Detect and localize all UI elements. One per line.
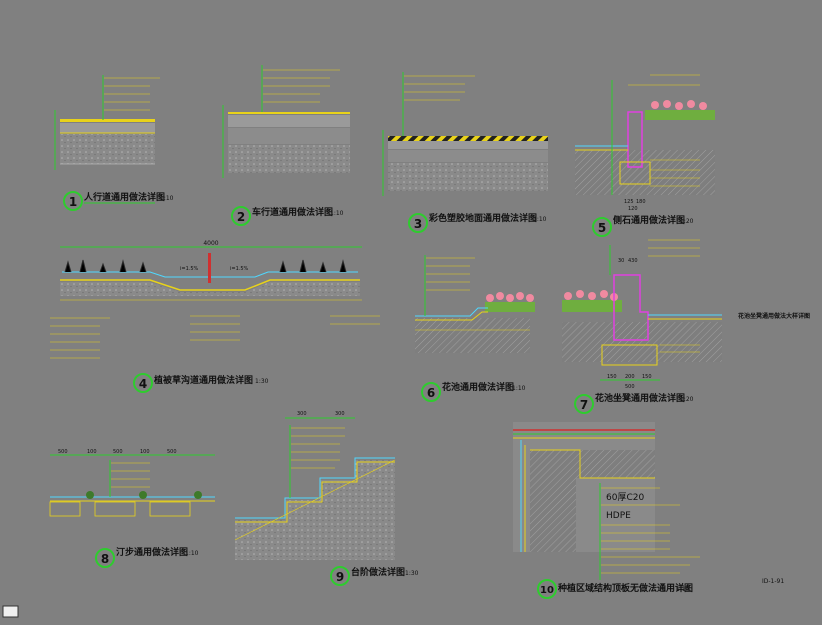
viewport-marker-icon[interactable] xyxy=(2,605,19,618)
detail-6-scale: 1:10 xyxy=(512,385,526,392)
detail-5-dim-3: 120 xyxy=(628,206,638,212)
detail-4-number: 4 xyxy=(139,377,147,391)
detail-1-number: 1 xyxy=(69,195,77,209)
detail-7-dim-top-1: 30 xyxy=(618,258,624,264)
detail-9-scale: 1:30 xyxy=(405,570,419,577)
detail-4-slope-right: i=1.5% xyxy=(230,266,249,272)
detail-7-dim-bottom-total: 500 xyxy=(625,384,635,390)
detail-2-section xyxy=(222,65,350,178)
detail-7-extra-title: 花池坐凳通用做法大样详图 xyxy=(738,312,810,320)
detail-8-dim-5: 500 xyxy=(167,449,177,455)
detail-4-section: 4000 i=1.5% i=1.5% xyxy=(50,240,380,359)
detail-10-title: 种植区域结构顶板无做法通用详图 xyxy=(557,582,693,594)
detail-9-title: 台阶做法详图 xyxy=(351,566,405,578)
detail-9-dim-2: 300 xyxy=(335,411,345,417)
detail-8-title-group: 8 汀步通用做法详图 1:10 xyxy=(95,546,199,568)
detail-10-note-hdpe: HDPE xyxy=(606,511,631,521)
detail-5-dim-2: 180 xyxy=(636,199,646,205)
detail-6-title-group: 6 花池通用做法详图 1:10 xyxy=(421,381,526,402)
detail-1-scale: 1:10 xyxy=(160,195,174,202)
detail-3-title-group: 3 彩色塑胶地面通用做法详图 1:10 xyxy=(408,212,547,233)
detail-4-scale: 1:30 xyxy=(255,378,269,385)
detail-10-number: 10 xyxy=(540,585,554,596)
detail-5-number: 5 xyxy=(598,221,606,235)
detail-1-section xyxy=(54,75,160,170)
detail-10-title-group: 10 种植区域结构顶板无做法通用详图 1:10 xyxy=(537,579,693,599)
detail-9-title-group: 9 台阶做法详图 1:30 xyxy=(330,566,419,586)
detail-7-scale: 1:20 xyxy=(680,396,694,403)
detail-6-number: 6 xyxy=(427,386,435,400)
detail-8-dim-4: 100 xyxy=(140,449,150,455)
detail-8-title: 汀步通用做法详图 xyxy=(116,546,188,558)
detail-5-title: 侧石通用做法详图 xyxy=(613,214,685,226)
detail-7-dim-bottom-3: 150 xyxy=(642,374,652,380)
detail-2-number: 2 xyxy=(237,210,245,224)
detail-1-title-group: 1 人行道通用做法详图 1:10 xyxy=(63,191,174,211)
detail-3-scale: 1:10 xyxy=(533,216,547,223)
detail-5-title-group: 5 侧石通用做法详图 1:20 xyxy=(592,214,694,237)
detail-7-dim-bottom-2: 200 xyxy=(625,374,635,380)
detail-8-number: 8 xyxy=(101,552,109,566)
detail-6-title: 花池通用做法详图 xyxy=(442,381,514,393)
detail-3-section xyxy=(382,72,548,196)
detail-9-number: 9 xyxy=(336,570,344,584)
detail-4-title-group: 4 植被草沟道通用做法详图 1:30 xyxy=(133,373,269,393)
detail-3-title: 彩色塑胶地面通用做法详图 xyxy=(428,212,537,224)
detail-4-slope-left: i=1.5% xyxy=(180,266,199,272)
detail-7-number: 7 xyxy=(580,398,588,412)
detail-10-section: 60厚C20 HDPE xyxy=(513,422,700,580)
detail-5-scale: 1:20 xyxy=(680,218,694,225)
detail-7-title: 花池坐凳通用做法详图 xyxy=(595,392,685,404)
detail-3-number: 3 xyxy=(414,217,422,231)
detail-4-title: 植被草沟道通用做法详图 xyxy=(153,374,253,386)
detail-9-section: 300 300 xyxy=(234,411,396,560)
detail-7-section: 30 430 150 200 150 500 花池坐凳通用做法大样详图 xyxy=(562,239,810,390)
detail-5-dim-1: 125 xyxy=(624,199,634,205)
detail-1-title: 人行道通用做法详图 xyxy=(83,191,165,203)
detail-8-dim-2: 100 xyxy=(87,449,97,455)
sheet-code: ID-1-91 xyxy=(762,578,784,585)
detail-6-section xyxy=(415,255,535,353)
detail-10-scale: 1:10 xyxy=(676,586,690,593)
detail-10-note-concrete: 60厚C20 xyxy=(606,492,644,503)
detail-8-dim-3: 500 xyxy=(113,449,123,455)
detail-7-dim-bottom-1: 150 xyxy=(607,374,617,380)
detail-9-dim-1: 300 xyxy=(297,411,307,417)
detail-8-section: 500 100 500 100 500 xyxy=(49,449,215,517)
detail-7-title-group: 7 花池坐凳通用做法详图 1:20 xyxy=(574,392,694,414)
detail-7-dim-top-2: 430 xyxy=(628,258,638,264)
detail-5-section: 125 180 120 xyxy=(575,74,715,212)
detail-8-dim-1: 500 xyxy=(58,449,68,455)
detail-8-scale: 1:10 xyxy=(185,550,199,557)
detail-2-title: 车行道通用做法详图 xyxy=(252,206,333,218)
detail-2-scale: 1:10 xyxy=(330,210,344,217)
detail-2-title-group: 2 车行道通用做法详图 1:10 xyxy=(231,206,344,226)
detail-4-dim-width: 4000 xyxy=(203,240,218,247)
